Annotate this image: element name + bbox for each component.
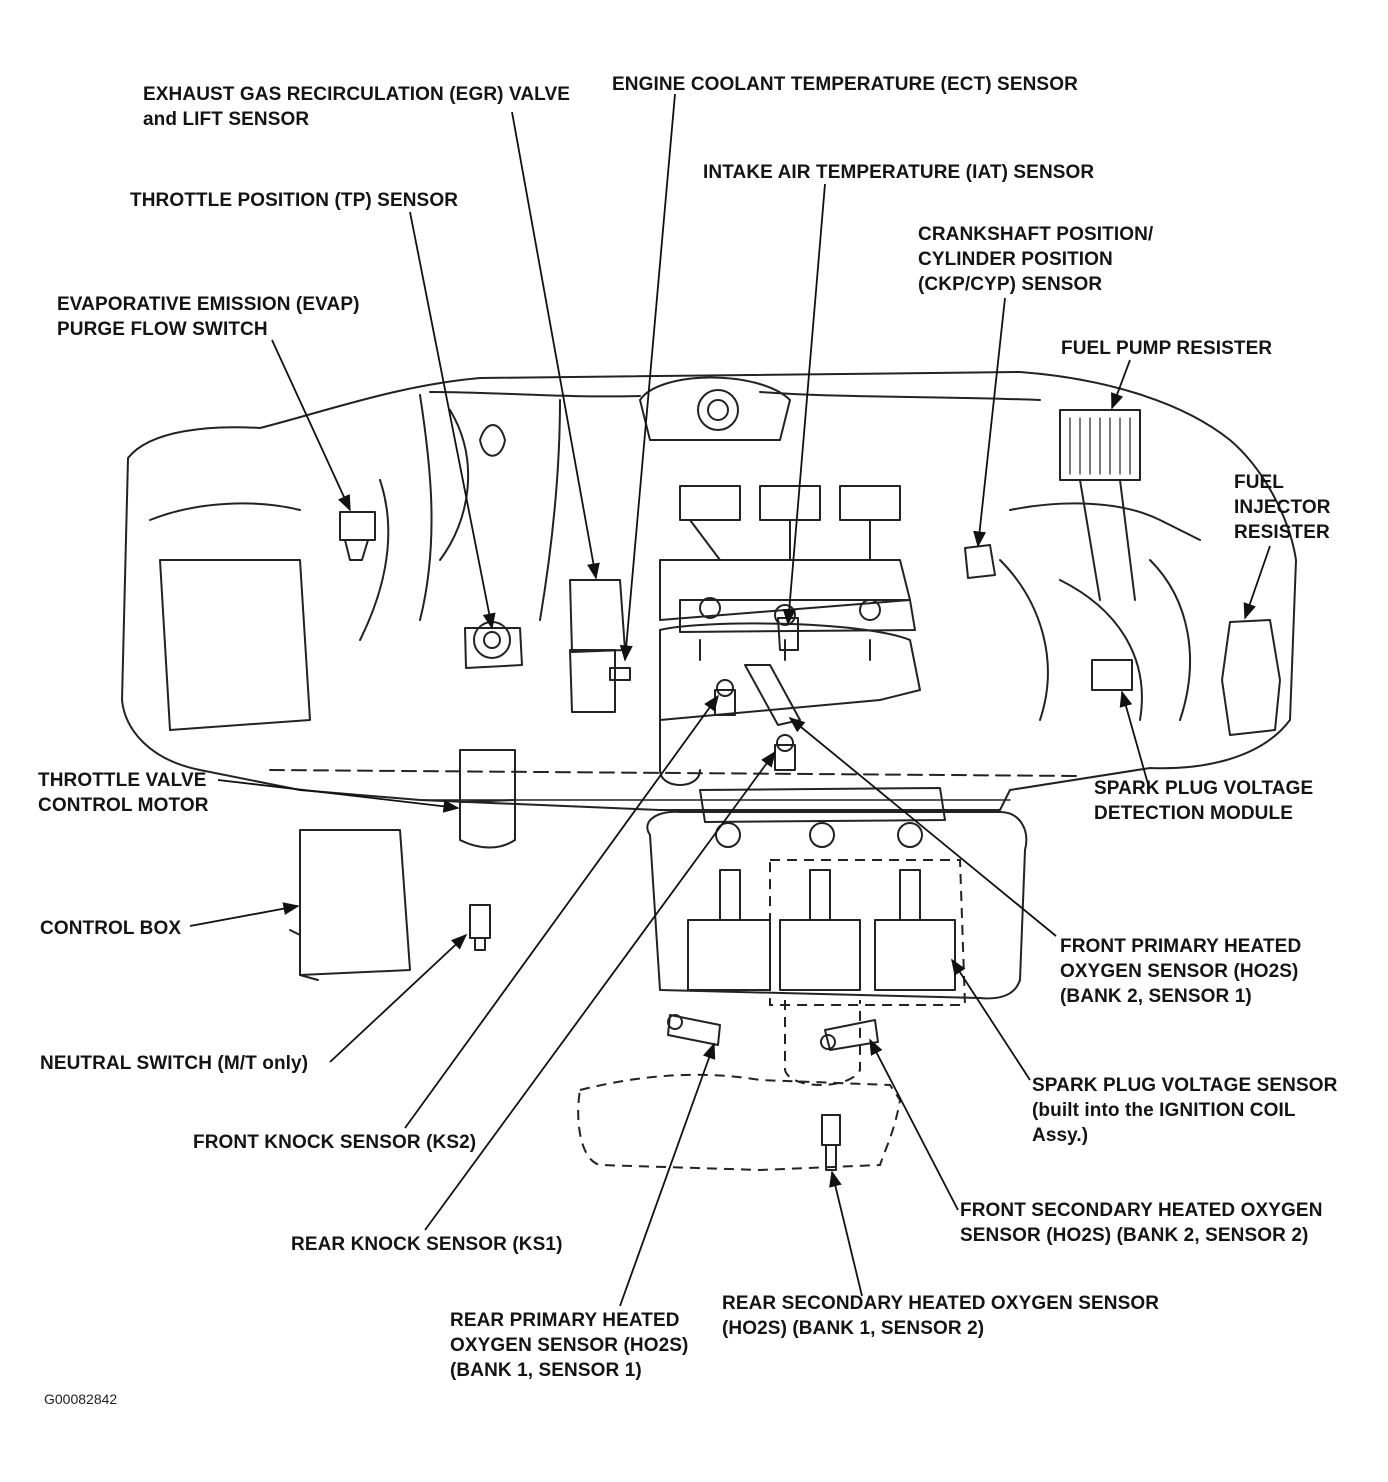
leader-spvdm [1119,690,1149,785]
lower-block [646,810,1028,1000]
label-ect-sensor: ENGINE COOLANT TEMPERATURE (ECT) SENSOR [612,74,1078,95]
figure-id: G00082842 [44,1391,118,1407]
leader-fsho2s [869,1038,959,1211]
leader-fuelpump [1111,359,1131,410]
label-front-knock-sensor: FRONT KNOCK SENSOR (KS2) [193,1132,477,1153]
label-neutral-switch: NEUTRAL SWITCH (M/T only) [40,1053,309,1074]
leader-ckp [973,297,1006,548]
leader-egr [511,111,600,580]
leader-controlbox [189,902,300,927]
label-tp-sensor: THROTTLE POSITION (TP) SENSOR [130,190,459,211]
exhaust-pipe-dashed [577,1073,902,1172]
leader-neutral [329,933,468,1063]
leader-ks2 [404,694,719,1129]
label-ckp-cyp-sensor: CRANKSHAFT POSITION/CYLINDER POSITION(CK… [918,224,1154,295]
rear-bank-dashed [769,859,967,1006]
label-iat-sensor: INTAKE AIR TEMPERATURE (IAT) SENSOR [703,162,1095,183]
leader-fpho2s [788,716,1057,937]
leader-tp [409,211,496,630]
intake-manifold [659,559,911,621]
label-fuel-pump-resister: FUEL PUMP RESISTER [1061,338,1273,359]
leader-rpho2s [619,1042,716,1307]
leader-fuelinj [1243,545,1271,620]
label-control-box: CONTROL BOX [40,918,182,939]
bay-outline [121,371,1297,811]
leader-rsho2s [829,1170,863,1297]
label-evap-purge-switch: EVAPORATIVE EMISSION (EVAP)PURGE FLOW SW… [57,294,360,340]
leader-spvs [951,958,1031,1081]
leader-tvcm [217,779,460,813]
control-box-shape [299,829,411,976]
label-rear-knock-sensor: REAR KNOCK SENSOR (KS1) [291,1234,563,1255]
leader-evap [271,339,351,512]
label-spark-plug-voltage-sensor: SPARK PLUG VOLTAGE SENSOR(built into the… [1032,1075,1338,1146]
leader-ect [619,93,676,662]
leader-iat [782,183,826,626]
leader-ks1 [424,750,776,1231]
label-rear-secondary-ho2s: REAR SECONDARY HEATED OXYGEN SENSOR(HO2S… [722,1293,1160,1339]
